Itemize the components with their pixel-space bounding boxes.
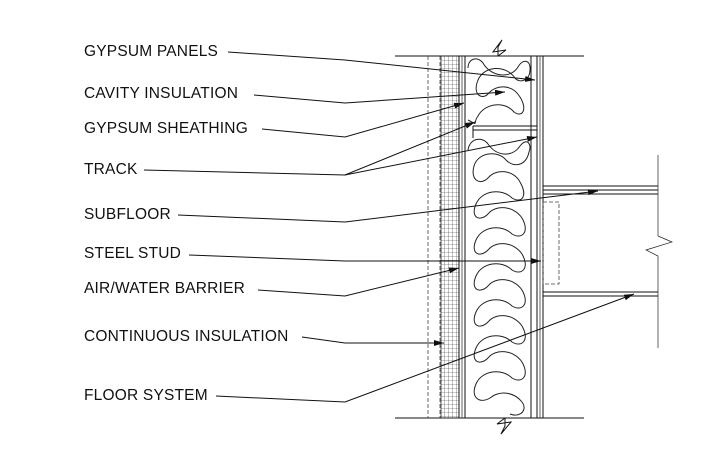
- label-gypsum-sheathing: GYPSUM SHEATHING: [84, 120, 248, 137]
- leader-track: [143, 121, 538, 176]
- track-channel: [472, 125, 538, 138]
- label-air-water-barrier: AIR/WATER BARRIER: [84, 280, 245, 297]
- air-water-barrier-layer: [440, 55, 460, 419]
- break-symbol-bottom: [496, 417, 513, 435]
- label-track: TRACK: [84, 161, 138, 178]
- label-steel-stud: STEEL STUD: [84, 245, 181, 262]
- cavity-insulation-upper: [467, 58, 531, 124]
- leader-air-water-barrier: [257, 267, 460, 297]
- leader-gypsum-sheathing: [261, 102, 465, 138]
- gypsum-panels-layer: [530, 56, 544, 418]
- label-gypsum-panels: GYPSUM PANELS: [84, 43, 218, 60]
- leader-subfloor: [177, 189, 599, 223]
- section-break-lines: [395, 55, 584, 419]
- break-symbol-top: [491, 39, 507, 57]
- leader-gypsum-panels: [227, 51, 536, 82]
- label-floor-system: FLOOR SYSTEM: [84, 387, 208, 404]
- label-subfloor: SUBFLOOR: [84, 206, 171, 223]
- label-cavity-insulation: CAVITY INSULATION: [84, 85, 238, 102]
- label-continuous-insulation: CONTINUOUS INSULATION: [84, 328, 289, 345]
- cavity-insulation-lower: [467, 138, 531, 416]
- gypsum-sheathing-layer: [458, 56, 466, 418]
- leader-cavity-insulation: [253, 89, 506, 104]
- leader-continuous-insulation: [301, 336, 444, 346]
- floor-system: [543, 155, 674, 348]
- leader-floor-system: [215, 293, 635, 403]
- leader-steel-stud: [188, 254, 541, 264]
- continuous-insulation-layer: [427, 56, 441, 418]
- rim-track: [542, 201, 560, 285]
